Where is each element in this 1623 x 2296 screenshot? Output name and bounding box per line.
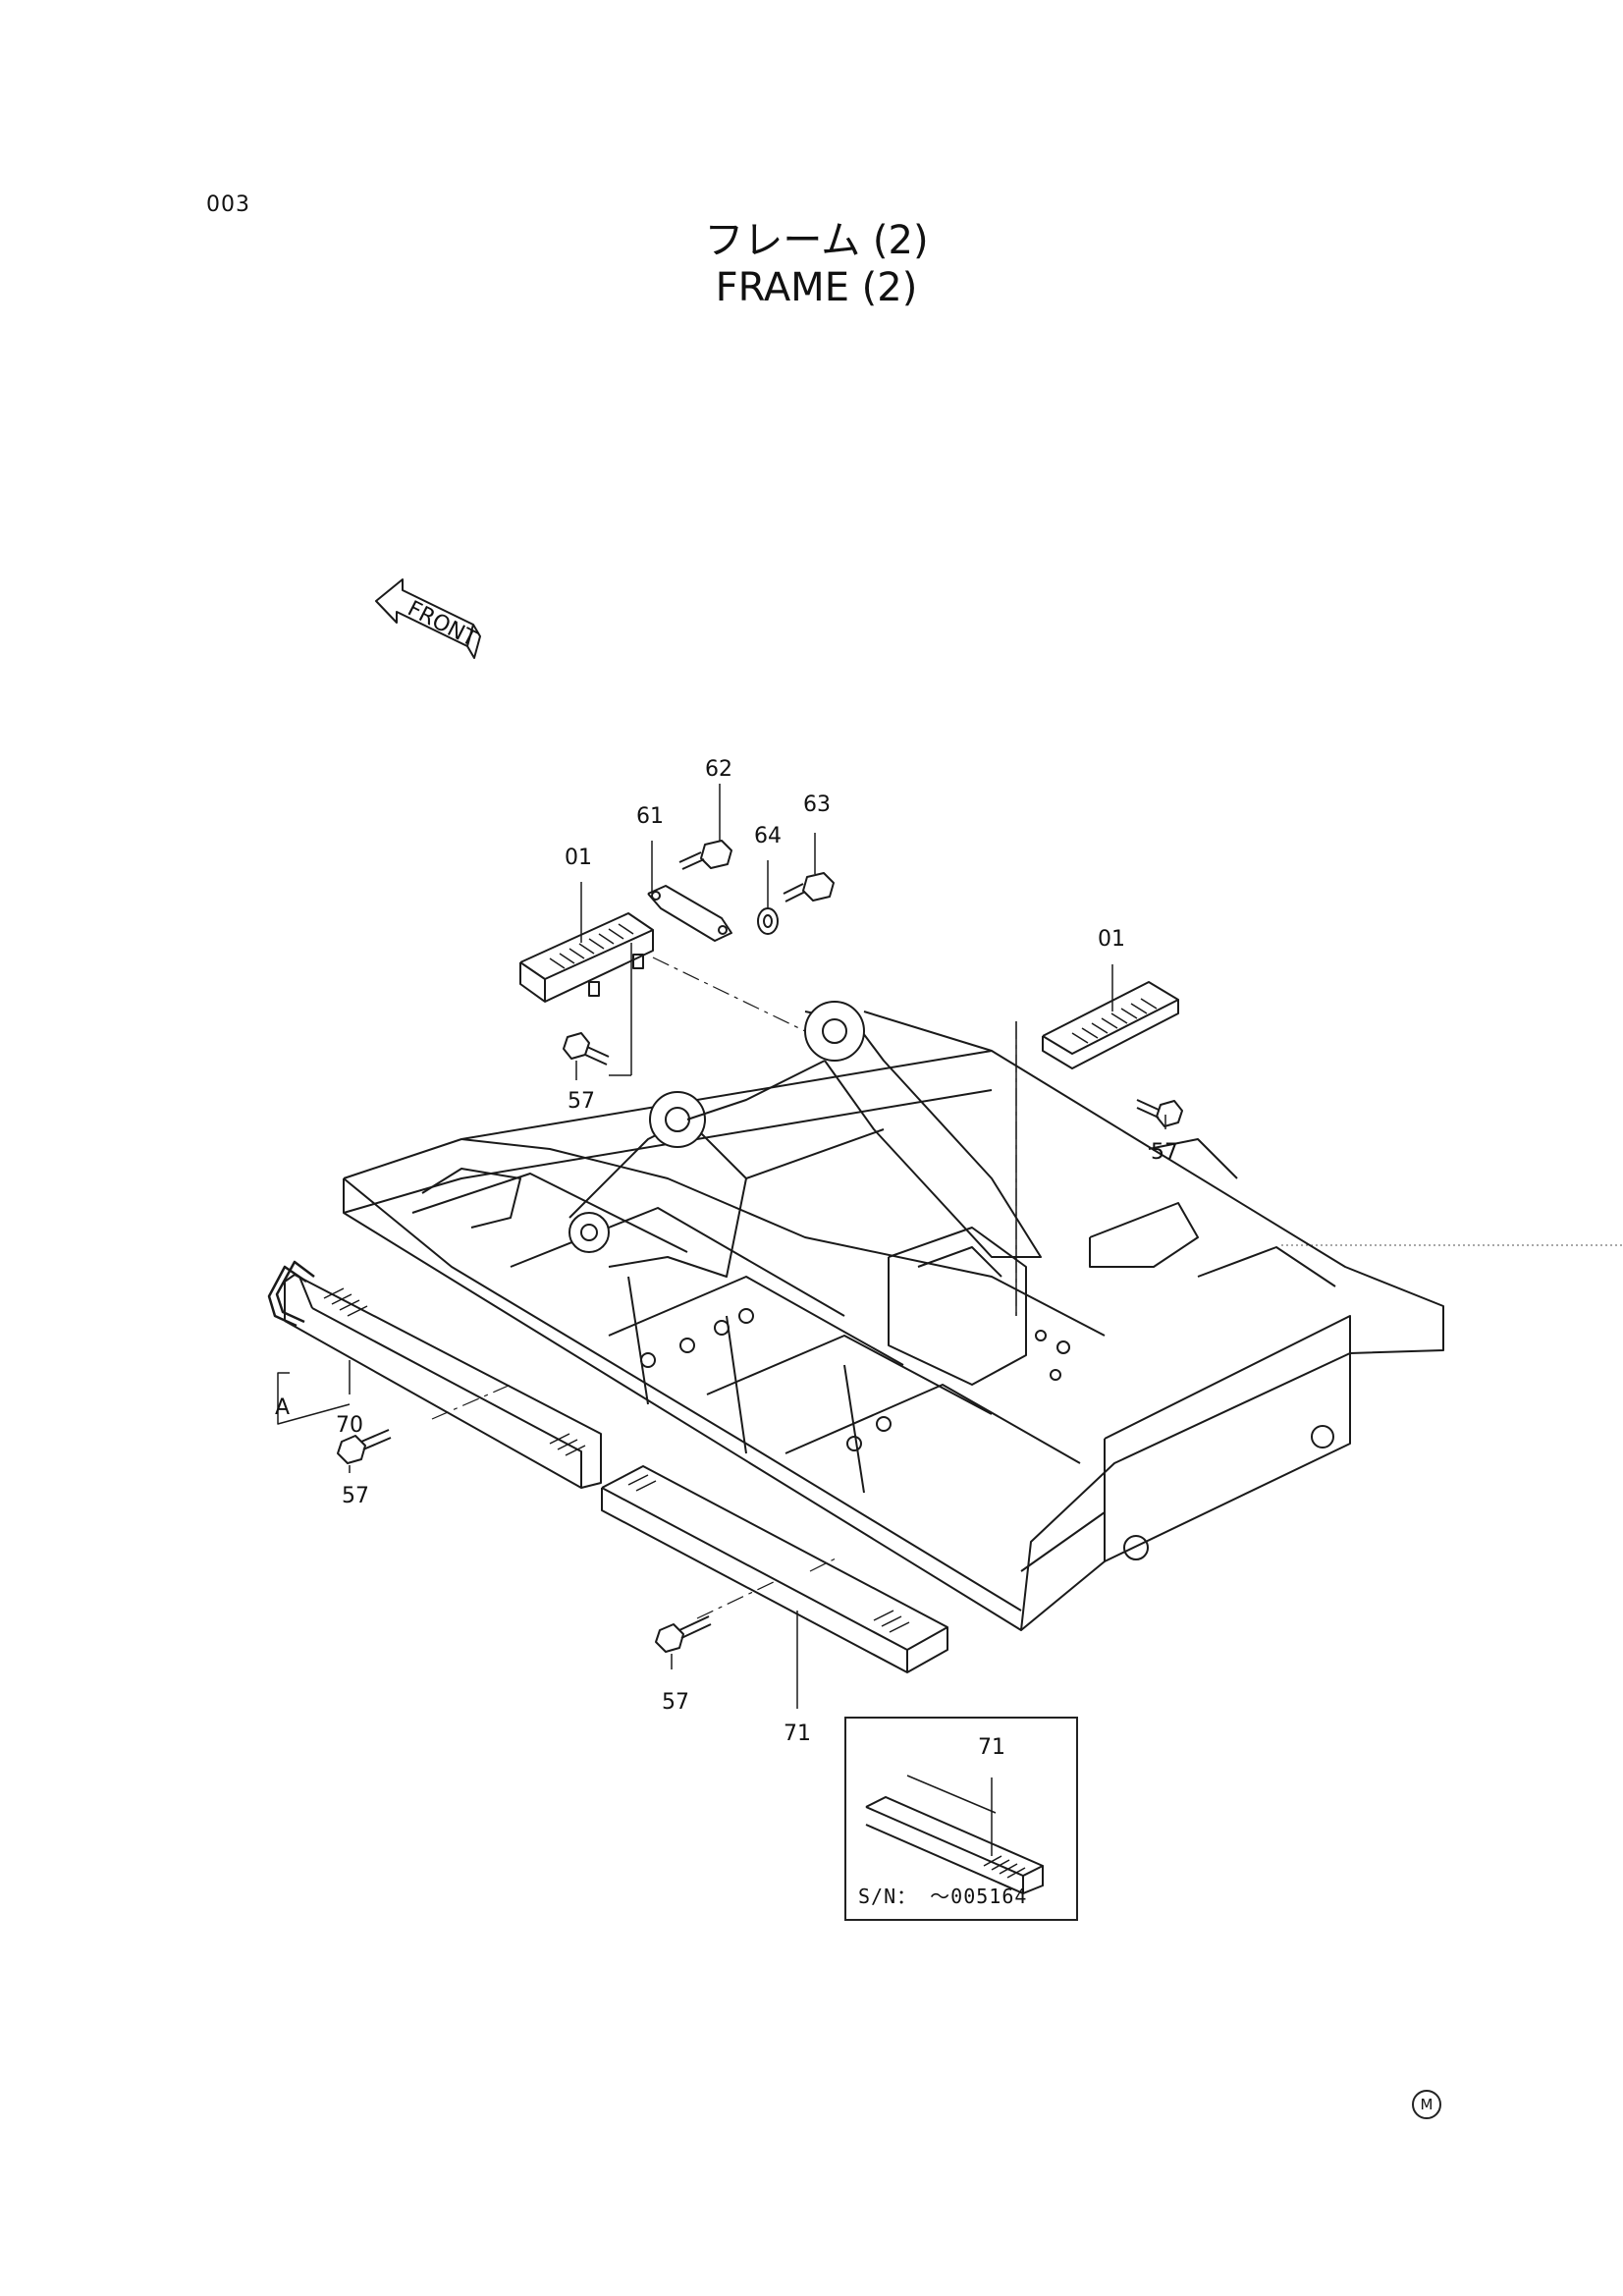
bolt-57-left (337, 1429, 392, 1464)
side-step-71 (601, 1465, 948, 1673)
callout-57-upper-right: 57 (1151, 1140, 1178, 1165)
callout-70: 70 (336, 1413, 363, 1438)
callout-01-right: 01 (1098, 927, 1125, 952)
side-step-70 (267, 1260, 602, 1489)
callout-62: 62 (705, 757, 732, 782)
bolt-57-bottom (655, 1615, 712, 1653)
inset-callout-71: 71 (978, 1735, 1005, 1760)
front-arrow-label: FRONT (404, 597, 481, 653)
callout-63: 63 (803, 793, 831, 817)
callout-57-upper-left: 57 (568, 1089, 595, 1114)
callout-01-left: 01 (565, 846, 592, 870)
step-01-right (1042, 981, 1179, 1069)
callout-64: 64 (754, 824, 782, 848)
front-direction-arrow: FRONT (375, 578, 481, 659)
bracket-61 (647, 885, 732, 942)
callout-A: A (275, 1395, 290, 1420)
page-number: 003 (206, 192, 250, 217)
callout-57-bottom: 57 (662, 1690, 689, 1715)
step-01-left (519, 912, 654, 1003)
washer-64 (757, 907, 779, 935)
main-frame (343, 1001, 1444, 1631)
bolt-63 (783, 872, 835, 902)
callout-57-left: 57 (342, 1484, 369, 1508)
title-english: FRAME (2) (715, 265, 918, 310)
inset-step-drawing: 71 (865, 1735, 1044, 1895)
serial-number-inset: 71 S/N： ～005164 (844, 1717, 1078, 1921)
bolt-62 (678, 840, 732, 870)
callout-61: 61 (636, 804, 664, 829)
serial-number-note: S/N： ～005164 (858, 1885, 1028, 1908)
corner-mark: M (1412, 2090, 1441, 2119)
bolt-57-upper-right (1136, 1099, 1183, 1127)
bolt-57-upper-left (563, 1032, 610, 1066)
callout-71: 71 (784, 1722, 811, 1746)
title-japanese: フレーム (2) (704, 218, 929, 263)
